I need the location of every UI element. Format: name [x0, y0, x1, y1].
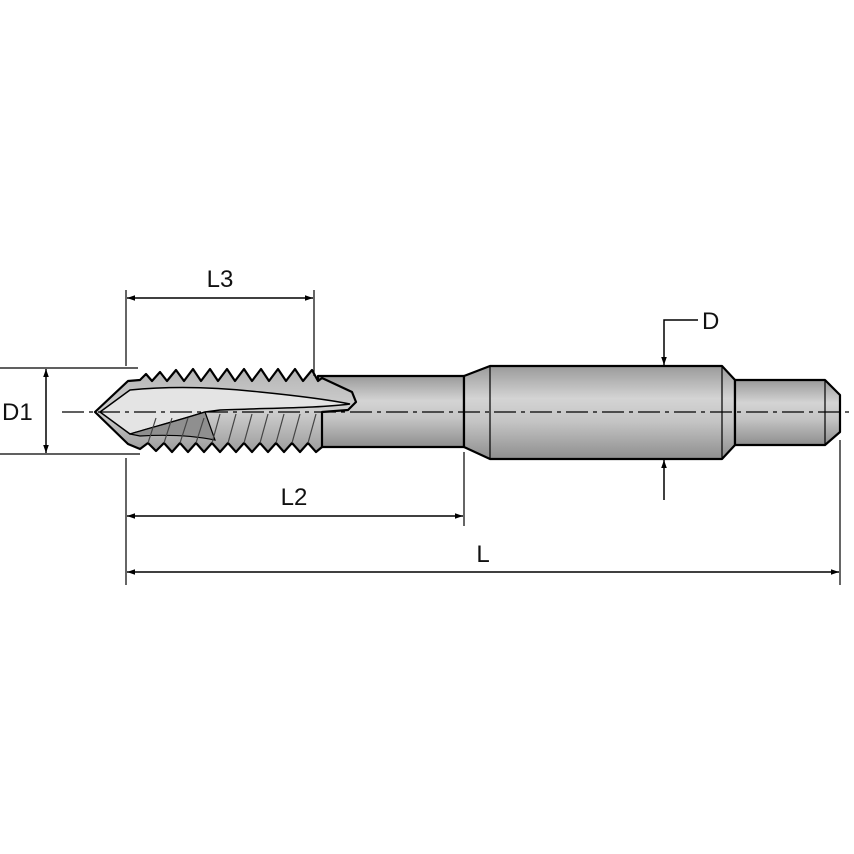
label-d: D: [702, 308, 719, 335]
dimension-l: L: [127, 440, 841, 585]
label-l: L: [476, 541, 489, 568]
tap-body: [93, 364, 842, 461]
dimension-d1: D1: [0, 367, 140, 455]
label-l2: L2: [281, 484, 308, 511]
thread-crests: [147, 413, 317, 444]
dimension-l2: L2: [125, 452, 465, 585]
label-l3: L3: [207, 266, 234, 293]
dimension-l3: L3: [125, 266, 315, 376]
label-d1: D1: [2, 399, 33, 426]
dimension-d: D: [661, 308, 719, 500]
